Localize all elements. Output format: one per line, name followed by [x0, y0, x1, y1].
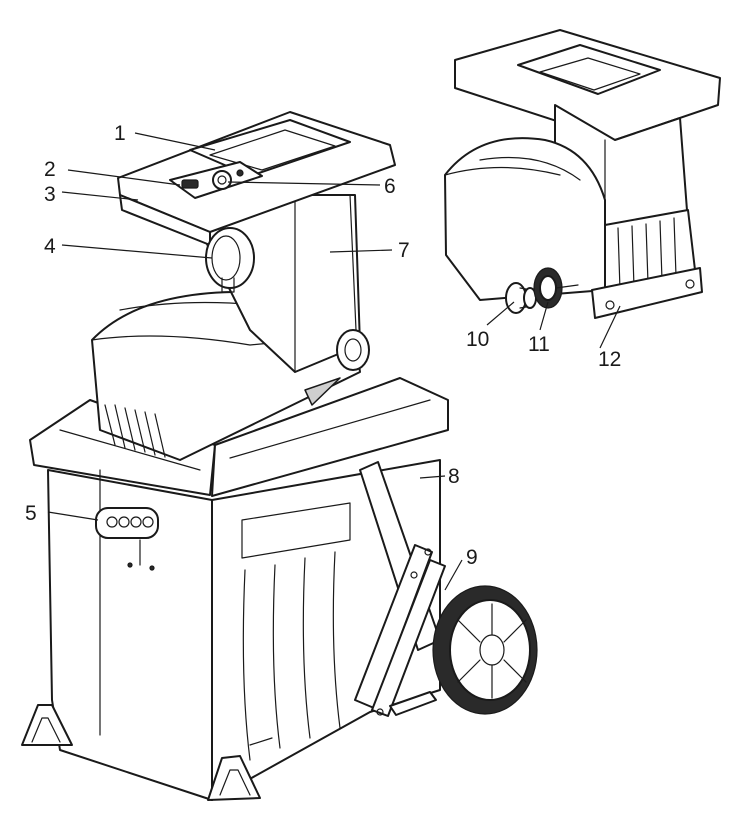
callout-leaders	[47, 132, 621, 591]
callout-5: 5	[25, 502, 37, 525]
leader-4	[61, 244, 213, 259]
callout-12: 12	[598, 348, 621, 371]
frame-and-wheel	[249, 461, 538, 746]
leader-7	[329, 249, 393, 253]
box-lock-slot	[95, 507, 159, 571]
adjustment-knob	[505, 282, 537, 314]
callout-labels: 1 2 3 4 5 6 7 8 9 10 11 12	[25, 122, 621, 569]
leader-11	[539, 301, 549, 331]
leader-1	[134, 132, 216, 151]
leader-12	[599, 305, 621, 349]
leader-8	[419, 475, 446, 479]
collection-box	[21, 377, 449, 801]
callout-1: 1	[114, 122, 126, 145]
callout-3: 3	[44, 183, 56, 206]
callout-9: 9	[466, 546, 478, 569]
side-lock-knob	[336, 329, 370, 371]
shredder-blades	[104, 404, 166, 458]
leader-2	[67, 169, 181, 186]
adjustment-wheel	[533, 267, 579, 309]
callout-7: 7	[398, 239, 410, 262]
inset-view	[444, 29, 721, 319]
leader-5	[47, 511, 99, 521]
callout-10: 10	[466, 328, 489, 351]
control-panel	[169, 161, 263, 199]
callout-2: 2	[44, 158, 56, 181]
callout-11: 11	[528, 333, 550, 356]
leader-3	[61, 191, 139, 201]
callout-8: 8	[448, 465, 460, 488]
leader-6	[227, 181, 381, 186]
leader-9	[444, 559, 463, 591]
hopper-tower	[117, 111, 396, 373]
callout-6: 6	[384, 175, 396, 198]
leader-10	[486, 301, 515, 326]
wheel	[432, 585, 538, 715]
callout-4: 4	[44, 235, 56, 258]
